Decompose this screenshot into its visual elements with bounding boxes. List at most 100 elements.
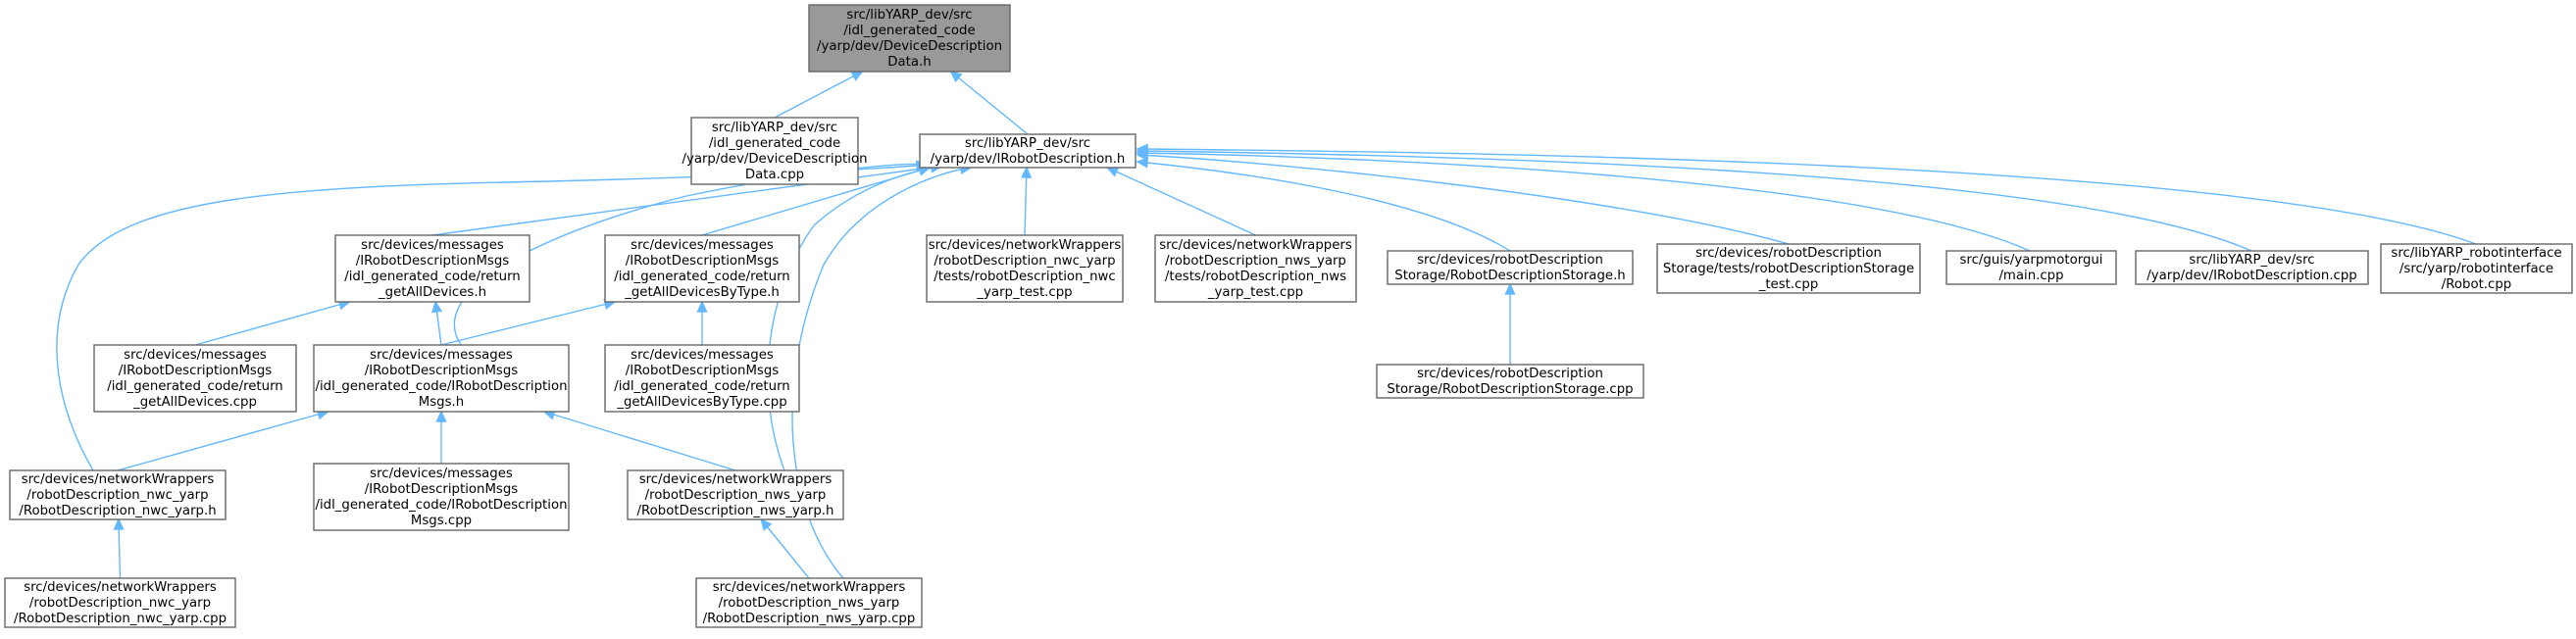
edge-n6-to-n2	[1105, 167, 1256, 236]
edge-n10-to-n2-line	[1136, 150, 2252, 252]
file-node-n1[interactable]: src/libYARP_dev/src/idl_generated_code/y…	[682, 117, 868, 185]
file-node-label-line: Storage/RobotDescriptionStorage.cpp	[1387, 382, 1633, 397]
edge-n5-to-n2-line	[1024, 167, 1028, 236]
file-node-box	[1387, 250, 1634, 285]
file-node-label-line: _getAllDevicesByType.cpp	[616, 395, 786, 410]
edge-n5-to-n2	[1021, 166, 1033, 236]
file-node-label-line: /robotDescription_nwc_yarp	[29, 596, 211, 611]
file-node-label-line: /robotDescription_nwc_yarp	[934, 254, 1115, 269]
file-node-n8[interactable]: src/devices/robotDescriptionStorage/test…	[1656, 243, 1921, 294]
file-node-label-line: _yarp_test.cpp	[976, 285, 1072, 300]
file-node-label-line: /idl_generated_code	[843, 24, 975, 38]
file-node-label-line: src/devices/robotDescription	[1417, 253, 1603, 268]
file-node-n17[interactable]: src/devices/messages/IRobotDescriptionMs…	[313, 463, 570, 531]
edge-n20-to-n18-line	[760, 518, 810, 579]
file-node-n19[interactable]: src/devices/networkWrappers/robotDescrip…	[4, 577, 236, 628]
edge-n20-to-n18	[760, 517, 810, 579]
file-node-n4[interactable]: src/devices/messages/IRobotDescriptionMs…	[604, 234, 800, 303]
file-node-box	[926, 234, 1124, 303]
file-node-n13[interactable]: src/devices/messages/IRobotDescriptionMs…	[313, 344, 570, 413]
file-node-label-line: /IRobotDescriptionMsgs	[119, 364, 273, 378]
edge-n16-to-n2-line	[56, 164, 928, 471]
file-node-label-line: _getAllDevices.cpp	[132, 395, 257, 410]
file-node-n11[interactable]: src/libYARP_robotinterface/src/yarp/robo…	[2380, 243, 2573, 294]
file-node-n7[interactable]: src/devices/robotDescriptionStorage/Robo…	[1387, 250, 1634, 285]
file-node-box	[9, 469, 227, 520]
file-node-label-line: src/devices/messages	[370, 348, 513, 363]
file-node-label-line: Data.cpp	[745, 168, 804, 182]
edge-n1-to-n0	[774, 71, 864, 119]
edge-n2-to-n0	[949, 70, 1029, 135]
file-node-label-line: src/devices/messages	[124, 348, 267, 363]
edge-n7-to-n2	[1136, 157, 1511, 252]
file-node-label-line: /IRobotDescriptionMsgs	[365, 482, 519, 497]
file-node-n14[interactable]: src/devices/messages/IRobotDescriptionMs…	[604, 344, 800, 413]
file-node-n9[interactable]: src/guis/yarpmotorgui/main.cpp	[1945, 250, 2117, 285]
edge-n18-to-n13-line	[543, 411, 736, 471]
file-node-label-line: /idl_generated_code/return	[614, 270, 790, 284]
file-node-label-line: _test.cpp	[1758, 277, 1819, 292]
file-node-n2[interactable]: src/libYARP_dev/src/yarp/dev/IRobotDescr…	[919, 133, 1136, 169]
file-node-label-line: Data.h	[887, 55, 931, 70]
file-node-label-line: /IRobotDescriptionMsgs	[356, 254, 510, 269]
file-node-box	[604, 234, 800, 303]
file-node-box	[313, 463, 570, 531]
file-node-box	[604, 344, 800, 413]
file-node-n0[interactable]: src/libYARP_dev/src/idl_generated_code/y…	[808, 4, 1011, 73]
file-node-box	[695, 577, 923, 628]
file-node-n5[interactable]: src/devices/networkWrappers/robotDescrip…	[926, 234, 1124, 303]
file-node-label-line: Storage/RobotDescriptionStorage.h	[1394, 269, 1625, 283]
edge-n18-to-n2-line	[767, 166, 942, 471]
nodes-layer: src/libYARP_dev/src/idl_generated_code/y…	[4, 4, 2573, 628]
edge-n18-to-n2	[767, 162, 943, 471]
file-node-label-line: /idl_generated_code/IRobotDescription	[315, 498, 567, 513]
file-node-label-line: /IRobotDescriptionMsgs	[626, 254, 780, 269]
edge-n1-to-n0-arrowhead	[850, 71, 864, 81]
file-node-n12[interactable]: src/devices/messages/IRobotDescriptionMs…	[93, 344, 297, 413]
file-node-label-line: /tests/robotDescription_nwc	[934, 270, 1116, 284]
file-node-label-line: src/devices/messages	[370, 467, 513, 481]
file-node-label-line: /IRobotDescriptionMsgs	[365, 364, 519, 378]
file-node-label-line: /RobotDescription_nws_yarp.cpp	[703, 612, 916, 626]
file-node-label-line: /robotDescription_nws_yarp	[1165, 254, 1346, 269]
file-node-label-line: /yarp/dev/IRobotDescription.h	[931, 152, 1126, 167]
file-node-n15[interactable]: src/devices/robotDescriptionStorage/Robo…	[1376, 364, 1644, 399]
file-node-label-line: src/devices/messages	[631, 238, 774, 253]
edge-n20-to-n18-arrowhead	[760, 517, 773, 531]
file-node-label-line: /RobotDescription_nws_yarp.h	[637, 504, 834, 518]
edge-n16-to-n13	[117, 409, 330, 471]
file-node-box	[690, 117, 859, 185]
edge-n6-to-n2-line	[1107, 167, 1256, 236]
file-node-n20[interactable]: src/devices/networkWrappers/robotDescrip…	[695, 577, 923, 628]
file-node-label-line: src/devices/networkWrappers	[22, 472, 215, 487]
file-node-n18[interactable]: src/devices/networkWrappers/robotDescrip…	[627, 469, 844, 520]
file-node-box	[1154, 234, 1357, 303]
file-node-label-line: /yarp/dev/DeviceDescription	[817, 39, 1002, 54]
file-node-label-line: /idl_generated_code/return	[614, 379, 790, 394]
file-node-label-line: src/devices/robotDescription	[1695, 246, 1882, 261]
file-node-label-line: /idl_generated_code/return	[107, 379, 283, 394]
edge-n8-to-n2-line	[1136, 154, 1790, 245]
file-node-n10[interactable]: src/libYARP_dev/src/yarp/dev/IRobotDescr…	[2135, 250, 2369, 285]
file-node-box	[93, 344, 297, 413]
edge-n9-to-n2-line	[1136, 152, 2031, 252]
file-node-label-line: src/devices/robotDescription	[1417, 367, 1603, 381]
file-node-label-line: Msgs.h	[419, 395, 464, 410]
edge-n17-to-n13	[435, 410, 447, 464]
file-node-label-line: /idl_generated_code/IRobotDescription	[315, 379, 567, 394]
file-node-label-line: src/libYARP_dev/src	[712, 121, 837, 135]
edge-n19-to-n16-arrowhead	[113, 517, 125, 530]
file-node-n3[interactable]: src/devices/messages/IRobotDescriptionMs…	[334, 234, 530, 303]
file-node-label-line: _getAllDevicesByType.h	[624, 285, 780, 300]
file-node-n6[interactable]: src/devices/networkWrappers/robotDescrip…	[1154, 234, 1357, 303]
file-node-label-line: src/devices/networkWrappers	[713, 580, 906, 595]
file-node-label-line: Msgs.cpp	[411, 514, 472, 528]
file-node-label-line: /robotDescription_nws_yarp	[645, 488, 827, 503]
edge-n16-to-n13-line	[117, 411, 328, 471]
file-node-box	[1945, 250, 2117, 285]
edge-n14-to-n4	[696, 300, 708, 345]
file-node-n16[interactable]: src/devices/networkWrappers/robotDescrip…	[9, 469, 227, 520]
edge-n7-to-n2-arrowhead	[1136, 157, 1149, 169]
file-node-label-line: /robotDescription_nwc_yarp	[26, 488, 208, 503]
